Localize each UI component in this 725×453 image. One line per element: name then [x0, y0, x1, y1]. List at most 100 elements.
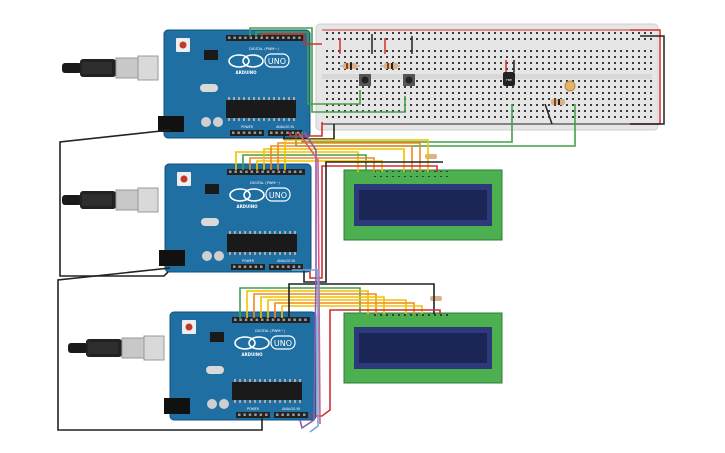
header-pin[interactable]	[253, 131, 257, 135]
lcd-resistor-2[interactable]	[430, 296, 442, 301]
header-pin[interactable]	[293, 318, 296, 322]
header-pin[interactable]	[298, 265, 301, 269]
header-pin[interactable]	[243, 265, 247, 269]
header-pin[interactable]	[243, 413, 246, 417]
power-header[interactable]	[236, 412, 270, 418]
power-jack[interactable]	[159, 250, 185, 266]
header-pin[interactable]	[288, 318, 291, 322]
digital-header[interactable]	[232, 317, 310, 323]
header-pin[interactable]	[266, 318, 269, 322]
header-pin[interactable]	[237, 131, 240, 135]
header-pin[interactable]	[293, 170, 297, 174]
header-pin[interactable]	[238, 413, 241, 417]
header-pin[interactable]	[244, 318, 248, 322]
header-pin[interactable]	[232, 131, 235, 135]
header-pin[interactable]	[266, 170, 270, 174]
header-pin[interactable]	[245, 170, 248, 174]
header-pin[interactable]	[282, 318, 286, 322]
pushbutton-1[interactable]	[359, 74, 371, 86]
analog-header[interactable]	[268, 130, 302, 136]
photoresistor[interactable]	[564, 80, 576, 92]
digital-header[interactable]	[227, 169, 305, 175]
header-pin[interactable]	[239, 318, 242, 322]
header-pin[interactable]	[271, 265, 274, 269]
header-pin[interactable]	[286, 413, 290, 417]
breadboard[interactable]	[315, 23, 659, 131]
header-pin[interactable]	[260, 36, 263, 40]
header-pin[interactable]	[249, 265, 252, 269]
header-pin[interactable]	[265, 36, 269, 40]
header-pin[interactable]	[250, 170, 254, 174]
header-pin[interactable]	[249, 36, 253, 40]
header-pin[interactable]	[238, 36, 242, 40]
header-pin[interactable]	[283, 170, 286, 174]
header-pin[interactable]	[298, 318, 302, 322]
lcd-display-1[interactable]	[343, 169, 503, 241]
digital-header[interactable]	[226, 35, 304, 41]
header-pin[interactable]	[272, 170, 275, 174]
header-pin[interactable]	[244, 36, 247, 40]
pushbutton-2[interactable]	[403, 74, 415, 86]
header-pin[interactable]	[228, 36, 231, 40]
power-jack[interactable]	[164, 398, 190, 414]
header-pin[interactable]	[292, 413, 295, 417]
header-pin[interactable]	[254, 265, 258, 269]
analog-header[interactable]	[274, 412, 308, 418]
lcd-resistor-1[interactable]	[425, 154, 437, 159]
header-pin[interactable]	[271, 36, 274, 40]
header-pin[interactable]	[239, 170, 243, 174]
header-pin[interactable]	[275, 131, 278, 135]
header-pin[interactable]	[299, 170, 302, 174]
header-pin[interactable]	[254, 413, 257, 417]
header-pin[interactable]	[248, 131, 251, 135]
header-pin[interactable]	[255, 36, 258, 40]
header-pin[interactable]	[265, 413, 268, 417]
header-pin[interactable]	[298, 36, 301, 40]
header-pin[interactable]	[286, 131, 289, 135]
header-pin[interactable]	[233, 36, 236, 40]
header-pin[interactable]	[242, 131, 246, 135]
header-pin[interactable]	[276, 36, 280, 40]
header-pin[interactable]	[250, 318, 253, 322]
header-pin[interactable]	[261, 318, 264, 322]
header-pin[interactable]	[255, 318, 259, 322]
header-pin[interactable]	[291, 131, 295, 135]
header-pin[interactable]	[292, 36, 296, 40]
header-pin[interactable]	[280, 131, 284, 135]
header-pin[interactable]	[259, 413, 263, 417]
header-pin[interactable]	[234, 318, 237, 322]
header-pin[interactable]	[261, 170, 264, 174]
header-pin[interactable]	[281, 265, 285, 269]
header-pin[interactable]	[297, 413, 301, 417]
header-pin[interactable]	[277, 318, 280, 322]
header-pin[interactable]	[233, 265, 236, 269]
header-pin[interactable]	[277, 170, 281, 174]
header-pin[interactable]	[238, 265, 241, 269]
header-pin[interactable]	[248, 413, 252, 417]
header-pin[interactable]	[288, 170, 291, 174]
header-pin[interactable]	[282, 36, 285, 40]
header-pin[interactable]	[281, 413, 284, 417]
header-pin[interactable]	[276, 265, 279, 269]
header-pin[interactable]	[260, 265, 263, 269]
header-pin[interactable]	[303, 413, 306, 417]
header-pin[interactable]	[259, 131, 262, 135]
resistor-1[interactable]	[340, 63, 360, 69]
power-jack[interactable]	[158, 116, 184, 132]
header-pin[interactable]	[234, 170, 237, 174]
header-pin[interactable]	[256, 170, 259, 174]
resistor-3[interactable]	[551, 99, 565, 105]
header-pin[interactable]	[292, 265, 296, 269]
header-pin[interactable]	[304, 318, 307, 322]
header-pin[interactable]	[229, 170, 232, 174]
resistor-2[interactable]	[380, 63, 400, 69]
header-pin[interactable]	[287, 36, 290, 40]
power-header[interactable]	[230, 130, 264, 136]
lcd-display-2[interactable]	[343, 312, 503, 384]
header-pin[interactable]	[270, 131, 273, 135]
header-pin[interactable]	[287, 265, 290, 269]
